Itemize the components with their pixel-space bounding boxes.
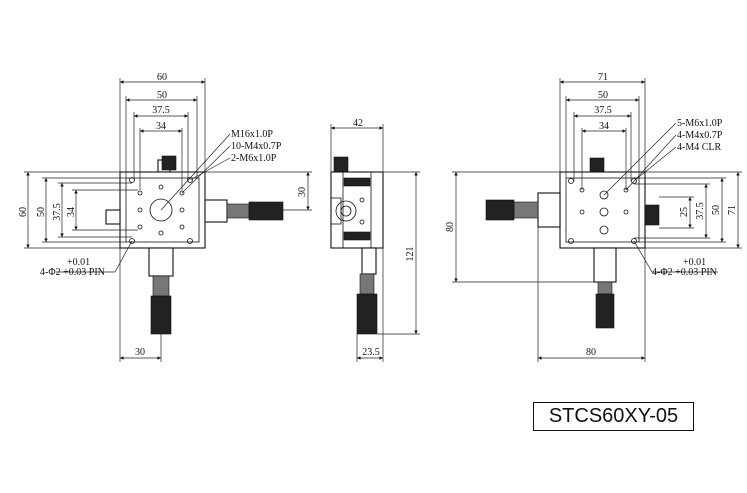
back-callout-m4: 4-M4x0.7P [677,130,723,141]
front-dim-top-34: 34 [156,121,166,132]
front-dim-left-34: 34 [66,207,77,217]
back-callout-clr: 4-M4 CLR [677,142,722,153]
front-view [24,78,312,362]
back-dim-right-25: 25 [679,207,690,217]
side-view [330,124,420,362]
front-dim-top-50: 50 [157,90,167,101]
front-dim-top-37-5: 37.5 [152,105,170,116]
back-dim-top-50: 50 [598,90,608,101]
front-dim-left-50: 50 [36,207,47,217]
side-dim-right-121: 121 [405,247,416,262]
model-title: STCS60XY-05 [548,405,679,427]
back-dim-right-71: 71 [727,205,738,215]
front-pin-label: 4-Φ2 +0.03 PIN [40,267,105,278]
side-dim-top-42: 42 [353,118,363,129]
back-dim-right-37-5: 37.5 [695,202,706,220]
front-dim-top-60: 60 [157,72,167,83]
back-callout-m6: 5-M6x1.0P [677,118,723,129]
side-dim-bottom-23-5: 23.5 [362,347,380,358]
model-title-box: STCS60XY-05 [533,402,694,431]
front-callout-m16: M16x1.0P [231,129,273,140]
front-callout-m6: 2-M6x1.0P [231,153,277,164]
back-dim-top-37-5: 37.5 [594,105,612,116]
back-pin-tolerance: +0.01 [683,257,706,268]
front-pin-tolerance: +0.01 [67,257,90,268]
front-dim-bottom-30: 30 [135,347,145,358]
front-dim-left-37-5: 37.5 [52,203,63,221]
back-dim-left-80: 80 [445,222,456,232]
front-dim-left-60: 60 [18,207,29,217]
back-dim-top-34: 34 [599,121,609,132]
front-center-hole [149,198,173,222]
back-dim-right-50: 50 [711,205,722,215]
back-dim-bottom-80: 80 [586,347,596,358]
back-view [452,78,742,362]
back-pin-label: 4-Φ2 +0.03 PIN [652,267,717,278]
back-dim-top-71: 71 [598,72,608,83]
front-callout-m4: 10-M4x0.7P [231,141,282,152]
front-dim-right-30: 30 [297,187,308,197]
